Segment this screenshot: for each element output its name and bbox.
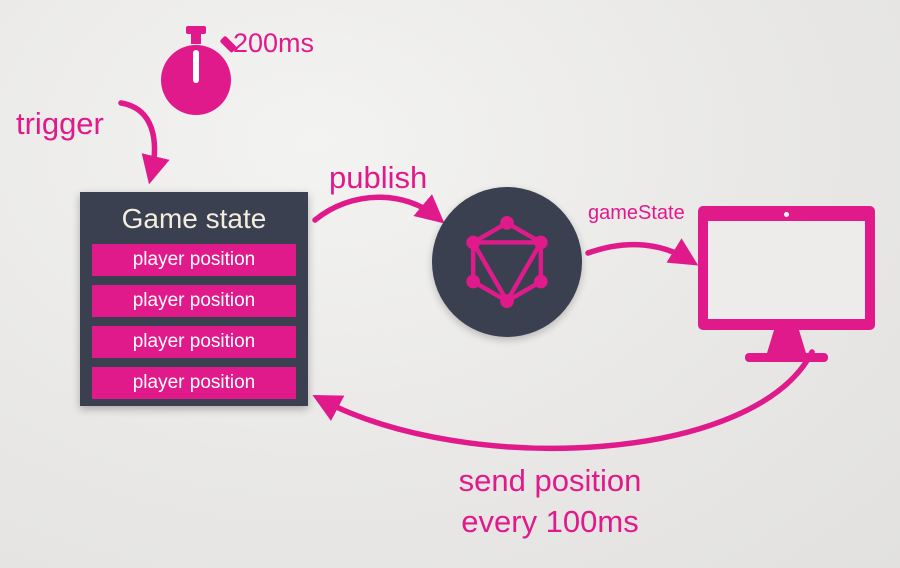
monitor-stand [767,330,806,353]
game-state-rows: player position player position player p… [92,244,296,399]
graphql-logo-icon [466,216,548,308]
trigger-label: trigger [16,106,104,141]
send-position-arrow [312,349,815,452]
monitor-camera-dot [784,212,789,217]
stopwatch-icon [161,26,237,115]
publish-label: publish [329,160,428,195]
player-position-row: player position [92,244,296,276]
send-position-line2: every 100ms [461,504,639,539]
publish-arrow [312,194,445,224]
monitor-base [745,353,828,362]
send-position-label: send position every 100ms [390,460,710,542]
monitor-icon [698,206,875,362]
game-state-box: Game state player position player positi… [80,192,308,406]
timer-label: 200ms [233,28,315,58]
gamestate-label: gameState [588,202,685,224]
send-position-line1: send position [458,463,642,498]
player-position-row: player position [92,367,296,399]
player-position-row: player position [92,285,296,317]
gamestate-arrow [585,238,699,266]
monitor-screen [708,221,865,319]
game-state-title: Game state [121,203,267,234]
graphql-node [432,187,582,337]
player-position-row: player position [92,326,296,358]
